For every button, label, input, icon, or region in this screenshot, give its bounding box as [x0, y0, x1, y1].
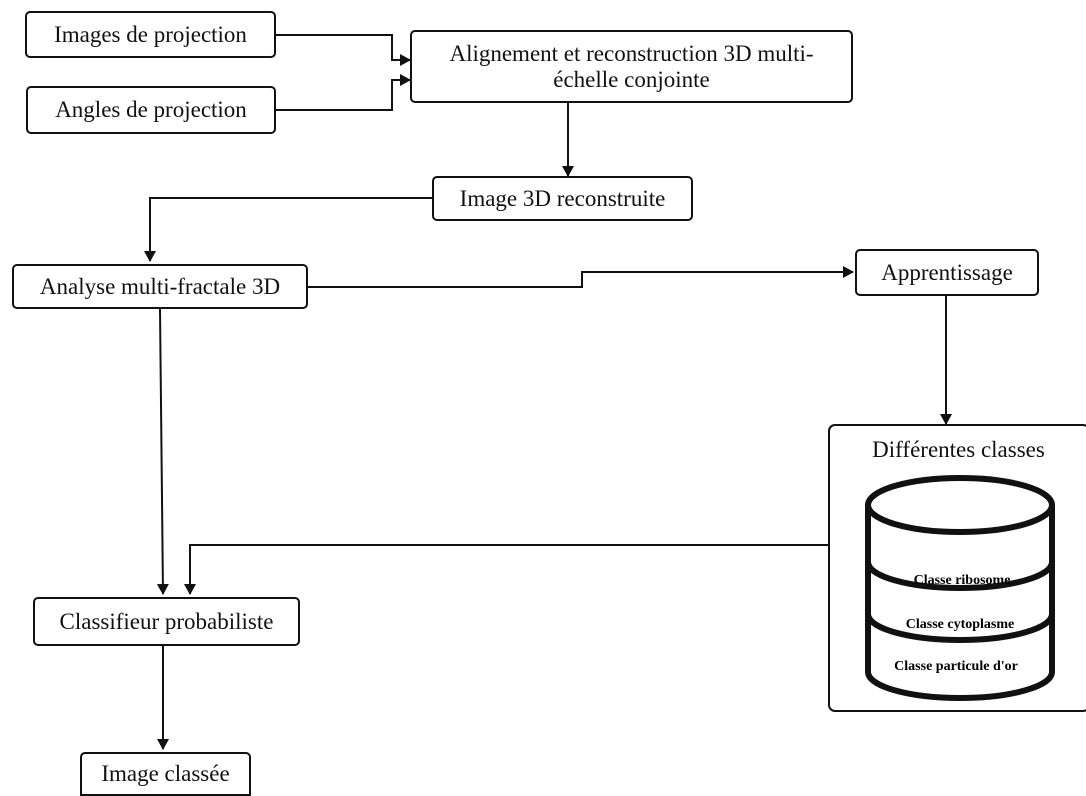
- edge-multifractal-to-learning: [308, 266, 854, 288]
- node-angles-projection: Angles de projection: [26, 86, 276, 134]
- node-learning: Apprentissage: [855, 249, 1039, 296]
- node-image-3d: Image 3D reconstruite: [432, 176, 693, 221]
- edge-images-to-alignment: [276, 34, 411, 66]
- node-classified-image: Image classée: [80, 752, 251, 796]
- edge-angles-to-alignment: [276, 74, 411, 111]
- node-multifractal: Analyse multi-fractale 3D: [12, 264, 308, 309]
- edge-classes-to-classifier: [184, 544, 829, 595]
- database-cylinder-icon: [865, 475, 1055, 701]
- class-gold-particle-label: Classe particule d'or: [894, 659, 1018, 674]
- node-images-projection: Images de projection: [25, 11, 276, 58]
- alignment-line-2: échelle conjointe: [553, 66, 710, 92]
- class-ribosome-label: Classe ribosome: [914, 573, 1011, 588]
- edge-multifractal-to-classifier: [156, 308, 169, 595]
- classes-panel-title: Différentes classes: [872, 437, 1045, 462]
- alignment-line-1: Alignement et reconstruction 3D multi-: [449, 40, 814, 66]
- node-classifier: Classifieur probabiliste: [33, 597, 300, 646]
- node-alignment: Alignement et reconstruction 3D multi- é…: [410, 30, 853, 103]
- edge-image3d-to-multifractal: [144, 197, 432, 262]
- class-cytoplasm-label: Classe cytoplasme: [906, 617, 1015, 632]
